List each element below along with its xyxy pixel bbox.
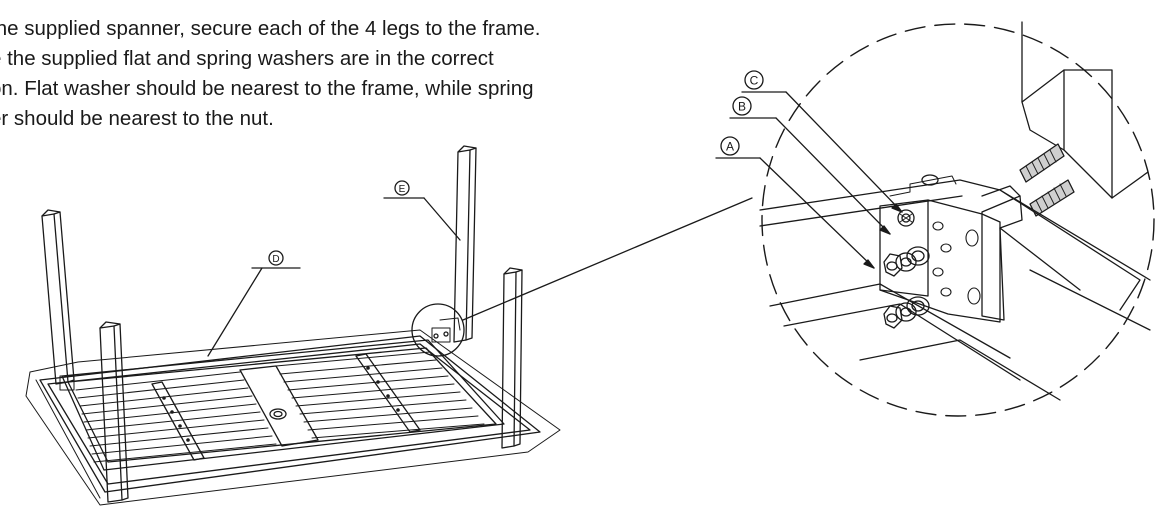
instruction-line-4: er should be nearest to the nut.	[0, 107, 274, 130]
table-legs	[41, 145, 523, 503]
detail-magnifier-ring	[411, 303, 465, 357]
svg-text:C: C	[750, 74, 759, 88]
plate-holes	[932, 221, 981, 305]
callout-e: E	[383, 180, 461, 241]
instruction-line-3: on. Flat washer should be nearest to the…	[0, 77, 534, 100]
callout-a: A	[715, 136, 875, 269]
callout-b: B	[729, 96, 891, 235]
callout-c: C	[741, 70, 903, 213]
svg-text:A: A	[726, 140, 734, 154]
table-slats-right	[275, 351, 485, 439]
threaded-bolt	[1019, 143, 1075, 217]
instruction-line-1: the supplied spanner, secure each of the…	[0, 17, 541, 40]
detail-circle-border	[761, 23, 1155, 417]
assembly-instructions: the supplied spanner, secure each of the…	[0, 14, 730, 134]
svg-text:E: E	[399, 184, 406, 195]
leg-mounting-plate	[981, 195, 1023, 321]
bolt-assembly-middle	[883, 246, 930, 277]
svg-text:D: D	[272, 254, 279, 265]
instruction-line-2: e the supplied flat and spring washers a…	[0, 47, 494, 70]
table-illustration: D E	[25, 145, 753, 506]
detail-view: A B C	[715, 21, 1155, 417]
bolt-assembly-lower	[883, 296, 930, 329]
corner-bracket-plate	[879, 199, 1001, 323]
svg-text:B: B	[738, 100, 746, 114]
callout-d: D	[207, 250, 301, 357]
bolt-assembly-upper	[897, 209, 915, 227]
